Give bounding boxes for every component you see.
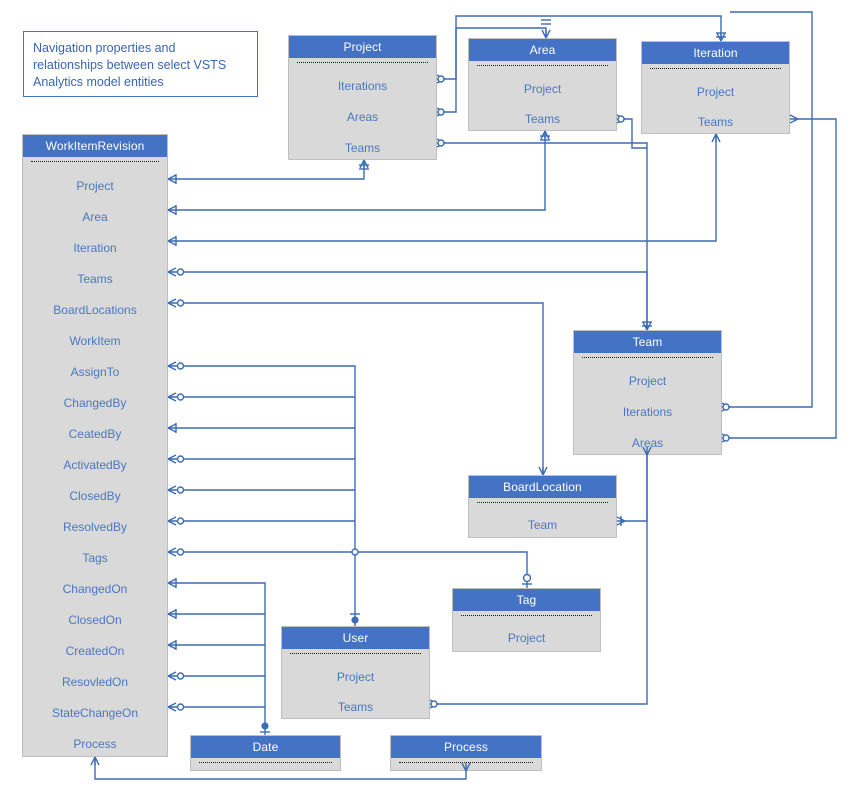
attr-activatedby[interactable]: ActivatedBy (63, 458, 127, 472)
entity-area[interactable]: Area Project Teams (468, 38, 617, 131)
entity-user[interactable]: User Project Teams (281, 626, 430, 719)
attr-project[interactable]: Project (336, 670, 375, 684)
legend-note: Navigation properties and relationships … (23, 31, 258, 97)
entity-project[interactable]: Project Iterations Areas Teams (288, 35, 437, 160)
attr-area[interactable]: Area (82, 210, 108, 224)
attr-createdon[interactable]: CreatedOn (65, 644, 125, 658)
entity-divider (582, 357, 713, 358)
attr-iterations[interactable]: Iterations (622, 405, 673, 419)
entity-header-date: Date (191, 736, 340, 758)
attr-closedon[interactable]: ClosedOn (68, 613, 122, 627)
entity-divider (399, 762, 533, 763)
attr-team[interactable]: Team (527, 518, 558, 532)
entity-iteration[interactable]: Iteration Project Teams (641, 41, 790, 134)
attr-changedby[interactable]: ChangedBy (63, 396, 127, 410)
entity-divider (297, 62, 428, 63)
attr-project[interactable]: Project (76, 179, 114, 193)
entity-team[interactable]: Team Project Iterations Areas (573, 330, 722, 455)
attr-project[interactable]: Project (507, 631, 546, 645)
attr-teams[interactable]: Teams (524, 112, 561, 126)
attr-teams[interactable]: Teams (77, 272, 113, 286)
attr-project[interactable]: Project (628, 374, 667, 388)
attr-tags[interactable]: Tags (82, 551, 108, 565)
attr-statechangeon[interactable]: StateChangeOn (51, 706, 139, 720)
attr-resolvedby[interactable]: ResolvedBy (62, 520, 128, 534)
entity-header-workitemrevision: WorkItemRevision (23, 135, 167, 157)
attr-teams[interactable]: Teams (344, 141, 381, 155)
attr-iteration[interactable]: Iteration (73, 241, 117, 255)
entity-tag[interactable]: Tag Project (452, 588, 601, 652)
entity-header-team: Team (574, 331, 721, 353)
attr-areas[interactable]: Areas (346, 110, 379, 124)
entity-date[interactable]: Date (190, 735, 341, 771)
entity-header-process: Process (391, 736, 541, 758)
attr-areas[interactable]: Areas (631, 436, 664, 450)
attr-assignto[interactable]: AssignTo (70, 365, 120, 379)
attr-iterations[interactable]: Iterations (337, 79, 388, 93)
attr-ceatedby[interactable]: CeatedBy (68, 427, 122, 441)
attr-closedby[interactable]: ClosedBy (69, 489, 121, 503)
entity-header-project: Project (289, 36, 436, 58)
entity-boardlocation[interactable]: BoardLocation Team (468, 475, 617, 538)
attr-project[interactable]: Project (696, 85, 735, 99)
entity-header-user: User (282, 627, 429, 649)
attr-project[interactable]: Project (523, 82, 562, 96)
entity-header-tag: Tag (453, 589, 600, 611)
attr-changedon[interactable]: ChangedOn (62, 582, 128, 596)
attr-process[interactable]: Process (73, 737, 117, 751)
entity-divider (31, 161, 159, 162)
attr-teams[interactable]: Teams (337, 700, 374, 714)
attr-boardlocations[interactable]: BoardLocations (53, 303, 137, 317)
attr-workitem[interactable]: WorkItem (69, 334, 121, 348)
entity-header-boardlocation: BoardLocation (469, 476, 616, 498)
entity-header-area: Area (469, 39, 616, 61)
attr-teams[interactable]: Teams (697, 115, 734, 129)
entity-process[interactable]: Process (390, 735, 542, 771)
attr-resovledon[interactable]: ResovledOn (61, 675, 129, 689)
entity-divider (199, 762, 332, 763)
entity-workitemrevision[interactable]: WorkItemRevision Project Area Iteration … (22, 134, 168, 757)
entity-header-iteration: Iteration (642, 42, 789, 64)
entity-divider (290, 653, 421, 654)
